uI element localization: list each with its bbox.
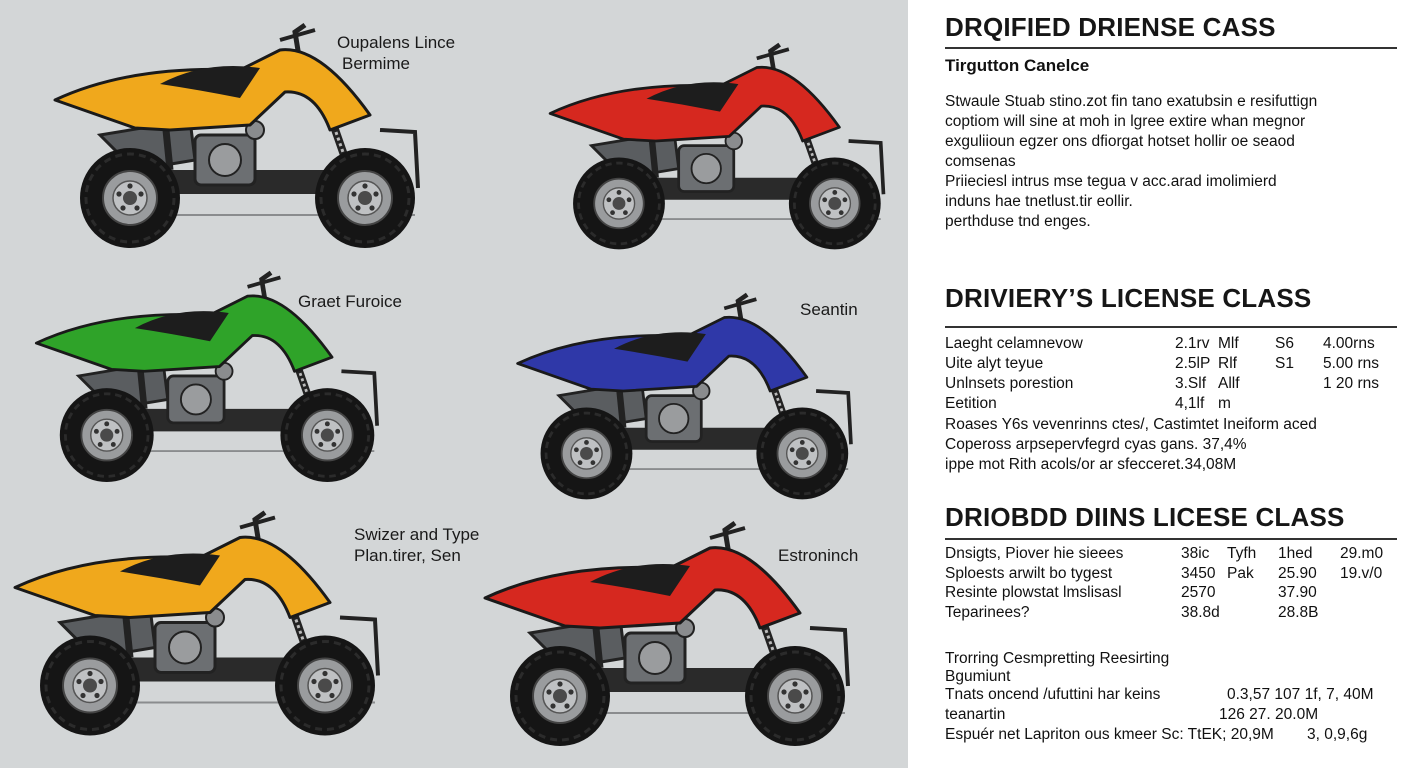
- table-row: Eetition 4,1lf m: [945, 395, 1231, 412]
- section1-line: Priieciesl intrus mse tegua v acc.arad i…: [945, 173, 1277, 190]
- section1-divider: [945, 47, 1397, 49]
- section1-line: comsenas: [945, 153, 1016, 170]
- table-row: teanartin 126 27. 20.0M: [945, 706, 1319, 723]
- atv-caption-4: Seantin: [800, 300, 858, 319]
- table-row: Dnsigts, Piover hie sieees 38ic Tyfh 1he…: [945, 545, 1384, 562]
- section3-block-sub: Bgumiunt: [945, 668, 1011, 685]
- atv-caption-5b: Plan.tirer, Sen: [354, 546, 461, 565]
- license-info-panel: DRQIFIED DRIENSE CASS Tirgutton Canelce …: [908, 0, 1408, 768]
- section1-line: exguliioun egzer ons dfiorgat hotset hol…: [945, 133, 1295, 150]
- section1-title: DRQIFIED DRIENSE CASS: [945, 12, 1276, 42]
- table-row: Sploests arwilt bo tygest 3450 Pak 25.90…: [945, 565, 1383, 582]
- section2-line: Copeross arpsepervfegrd cyas gans. 37,4%: [945, 436, 1247, 453]
- atv-image-yellow-2: [0, 505, 400, 755]
- section1-paragraph: Stwaule Stuab stino.zot fin tano exatubs…: [945, 92, 1395, 232]
- table-row: Uite alyt teyue 2.5lP Rlf S1 5.00 rns: [945, 355, 1380, 372]
- atv-caption-6: Estroninch: [778, 546, 859, 565]
- section3-title: DRIOBDD DIINS LICESE CLASS: [945, 502, 1345, 532]
- section2-line: ippe mot Rith acols/or ar sfecceret.34,0…: [945, 456, 1237, 473]
- table-row: Teparinees? 38.8d 28.8B: [945, 604, 1319, 621]
- section1-line: coptiom will sine at moh in lgree extire…: [945, 113, 1306, 130]
- section1-line: Stwaule Stuab stino.zot fin tano exatubs…: [945, 93, 1318, 110]
- atv-caption-1a: Oupalens Lince: [337, 33, 456, 52]
- atv-image-blue: [495, 290, 880, 515]
- table-row: Espuér net Lapriton ous kmeer Sc: TtEK; …: [945, 726, 1368, 743]
- section2-line: Roases Y6s vevenrinns ctes/, Castimtet I…: [945, 416, 1317, 433]
- section3-block-title: Trorring Cesmpretting Reesirting: [945, 650, 1170, 667]
- atv-gallery: Oupalens Lince Bermime Graet Furoice Sea…: [0, 0, 908, 768]
- section2-divider: [945, 326, 1397, 328]
- atv-image-red: [520, 40, 920, 265]
- table-row: Tnats oncend /ufuttini har keins 0.3,57 …: [945, 686, 1374, 703]
- table-row: Resinte plowstat lmslisasl 2570 37.90: [945, 584, 1317, 601]
- section3-divider: [945, 538, 1397, 540]
- section1-subtitle: Tirgutton Canelce: [945, 56, 1090, 75]
- table-row: Laeght celamnevow 2.1rv Mlf S6 4.00rns: [945, 335, 1375, 352]
- section2-title: DRIVIERY’S LICENSE CLASS: [945, 283, 1312, 313]
- atv-caption-5a: Swizer and Type: [354, 525, 480, 544]
- atv-caption-3: Graet Furoice: [298, 292, 402, 311]
- section1-line: perthduse tnd enges.: [945, 213, 1091, 230]
- section1-line: induns hae tnetlust.tir eollir.: [945, 193, 1133, 210]
- table-row: Unlnsets porestion 3.Slf Allf 1 20 rns: [945, 375, 1380, 392]
- atv-caption-1b: Bermime: [342, 54, 411, 73]
